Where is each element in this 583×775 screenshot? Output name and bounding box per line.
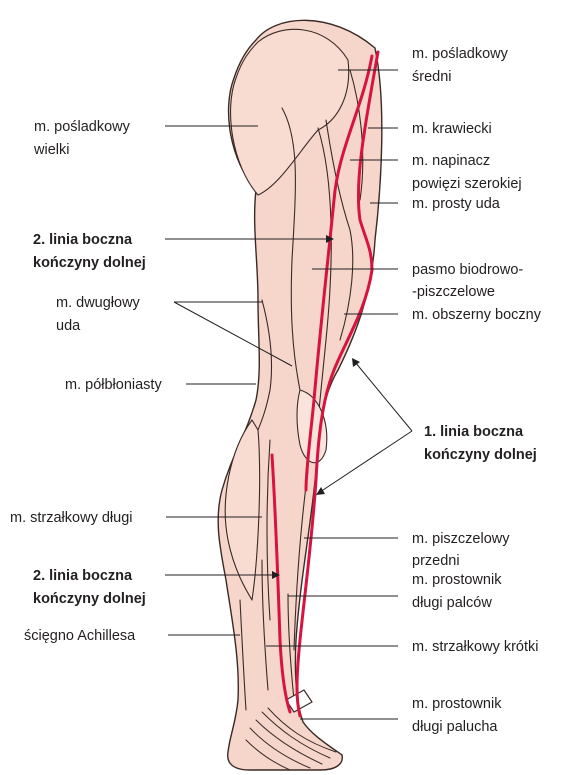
- label-biceps-femoris: m. dwugłowy uda: [56, 295, 144, 334]
- leg-illustration: [218, 20, 382, 770]
- label-tensor-fasciae-latae: m. napinacz powięzi szerokiej: [412, 153, 522, 192]
- label-tibialis-anterior: m. piszczelowy przedni: [412, 531, 514, 569]
- label-lateral-line-2-lower: 2. linia boczna kończyny dolnej: [33, 568, 146, 607]
- label-peroneus-brevis: m. strzałkowy krótki: [412, 639, 539, 655]
- label-gluteus-maximus: m. pośladkowy wielki: [33, 119, 134, 158]
- label-iliotibial-band: pasmo biodrowo- -piszczelowe: [412, 262, 527, 300]
- label-lateral-line-1: 1. linia boczna kończyny dolnej: [424, 424, 537, 463]
- label-semimembranosus: m. półbłoniasty: [65, 377, 162, 393]
- label-lateral-line-2-upper: 2. linia boczna kończyny dolnej: [33, 232, 146, 271]
- label-sartorius: m. krawiecki: [412, 121, 492, 137]
- label-achilles-tendon: ścięgno Achillesa: [24, 628, 136, 644]
- label-peroneus-longus: m. strzałkowy długi: [10, 510, 132, 526]
- label-vastus-lateralis: m. obszerny boczny: [412, 307, 542, 323]
- label-extensor-digitorum-longus: m. prostownik długi palców: [412, 572, 505, 611]
- label-extensor-hallucis-longus: m. prostownik długi palucha: [412, 696, 505, 735]
- label-rectus-femoris: m. prosty uda: [412, 196, 501, 212]
- label-gluteus-medius: m. pośladkowy średni: [412, 46, 512, 85]
